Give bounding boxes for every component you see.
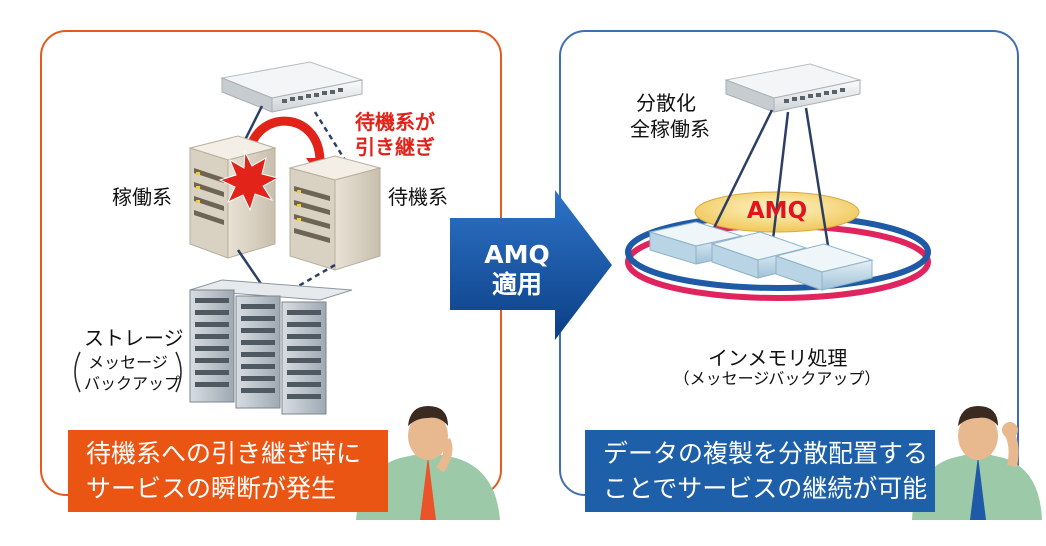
solution-banner-line1: データの複製を分散配置する: [603, 439, 929, 468]
problem-banner-line2: サービスの瞬断が発生: [86, 474, 337, 503]
storage-label: ストレージ: [84, 326, 184, 350]
inmemory-note: （メッセージバックアップ）: [673, 369, 881, 388]
distributed-node-icon: [774, 243, 874, 291]
failover-label: 待機系が 引き継ぎ: [355, 110, 435, 160]
solution-banner: データの複製を分散配置する ことでサービスの継続が可能: [585, 430, 935, 512]
failover-label-line2: 引き継ぎ: [355, 135, 435, 159]
storage-note: メッセージ バックアップ: [84, 352, 181, 394]
storage-rack-icon: [189, 279, 353, 415]
paren-right-icon: [175, 351, 182, 393]
paren-left-icon: [74, 351, 81, 393]
person-worried-icon: [356, 406, 500, 520]
person-confident-icon: [912, 406, 1042, 520]
failover-label-line1: 待機系が: [355, 110, 435, 134]
problem-banner: 待機系への引き継ぎ時に サービスの瞬断が発生: [68, 430, 388, 512]
solution-banner-line2: ことでサービスの継続が可能: [603, 474, 928, 503]
distributed-links: [710, 107, 832, 259]
transition-arrow-icon: [450, 190, 612, 340]
distributed-line1: 分散化: [636, 91, 696, 115]
amq-label: AMQ: [746, 198, 808, 224]
distributed-label: 分散化 全稼働系: [630, 90, 710, 142]
network-switch-icon-right: [724, 63, 862, 113]
distributed-line2: 全稼働系: [630, 117, 710, 141]
inmemory-label: インメモリ処理: [708, 346, 848, 370]
failure-burst-icon: [218, 150, 280, 212]
network-switch-icon: [220, 61, 364, 113]
storage-note-line2: バックアップ: [84, 374, 181, 393]
standby-label: 待機系: [388, 185, 448, 209]
arrow-line1: AMQ: [484, 240, 550, 269]
arrow-line2: 適用: [491, 270, 542, 299]
standby-link: [313, 111, 347, 161]
storage-note-line1: メッセージ: [88, 353, 168, 372]
problem-banner-line1: 待機系への引き継ぎ時に: [86, 439, 362, 468]
transition-arrow-label: AMQ 適用: [462, 240, 572, 300]
active-label: 稼働系: [112, 185, 172, 209]
standby-server-icon: [288, 155, 382, 271]
